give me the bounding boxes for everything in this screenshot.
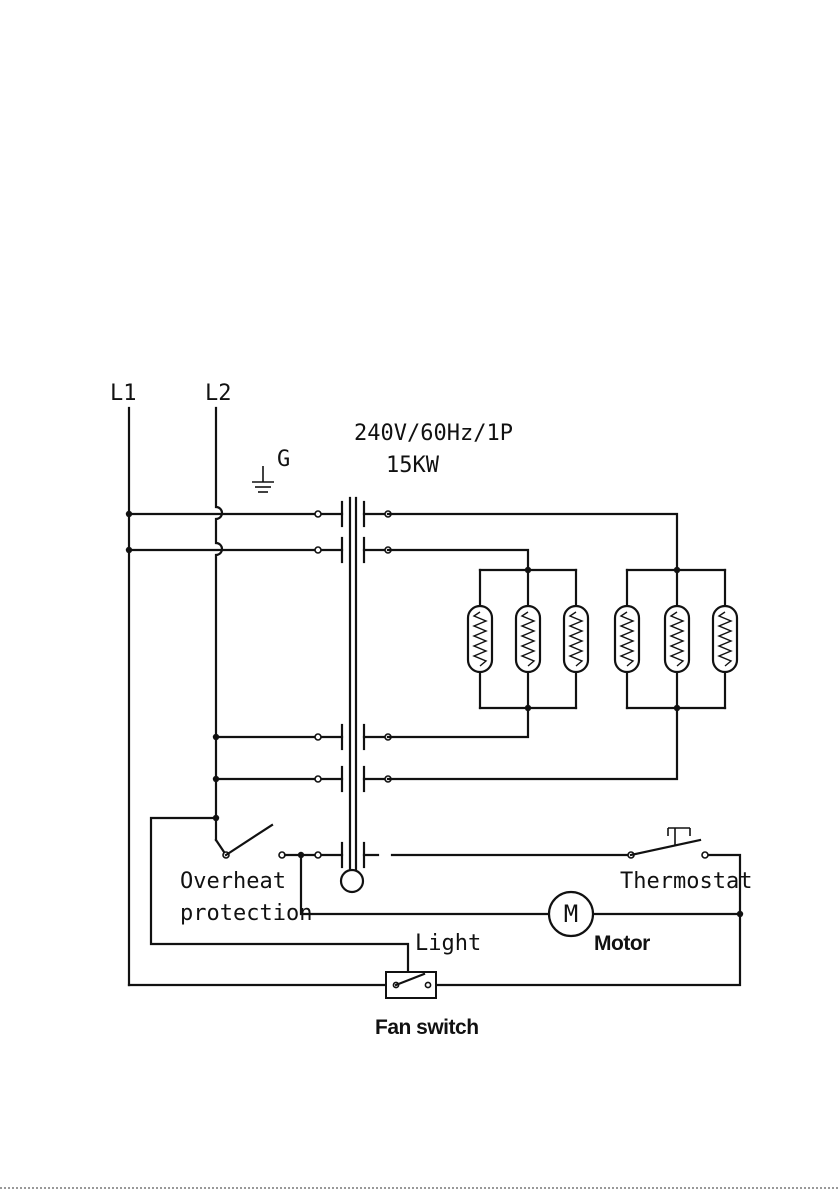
- label-supply-spec: 240V/60Hz/1P: [354, 421, 513, 446]
- fan-switch-icon: [386, 972, 436, 998]
- heater-element-icon: [468, 606, 492, 672]
- supply-lines: [129, 408, 222, 985]
- label-light: Light: [415, 931, 481, 956]
- label-overheat: Overheat: [180, 869, 286, 894]
- contactor-contacts: [315, 502, 391, 867]
- label-thermostat: Thermostat: [620, 869, 752, 894]
- label-protection: protection: [180, 901, 312, 926]
- heater-bank-right: [615, 567, 737, 711]
- ground-icon: [252, 466, 274, 492]
- label-power: 15KW: [386, 453, 440, 478]
- motor-symbol-label: M: [564, 900, 578, 928]
- contactor-coil-icon: [341, 870, 363, 892]
- label-fan-switch: Fan switch: [375, 1016, 479, 1039]
- heater-element-icon: [665, 606, 689, 672]
- heater-element-icon: [615, 606, 639, 672]
- label-l1: L1: [110, 381, 137, 406]
- heater-bank-left: [468, 567, 588, 711]
- contactor: [341, 498, 363, 892]
- heater-element-icon: [713, 606, 737, 672]
- label-l2: L2: [205, 381, 232, 406]
- motor-icon: M: [549, 892, 593, 936]
- label-motor: Motor: [594, 932, 650, 955]
- heater-element-icon: [516, 606, 540, 672]
- thermostat-icon: [628, 828, 708, 858]
- overheat-switch-icon: [223, 825, 285, 858]
- label-ground: G: [277, 447, 290, 472]
- heater-element-icon: [564, 606, 588, 672]
